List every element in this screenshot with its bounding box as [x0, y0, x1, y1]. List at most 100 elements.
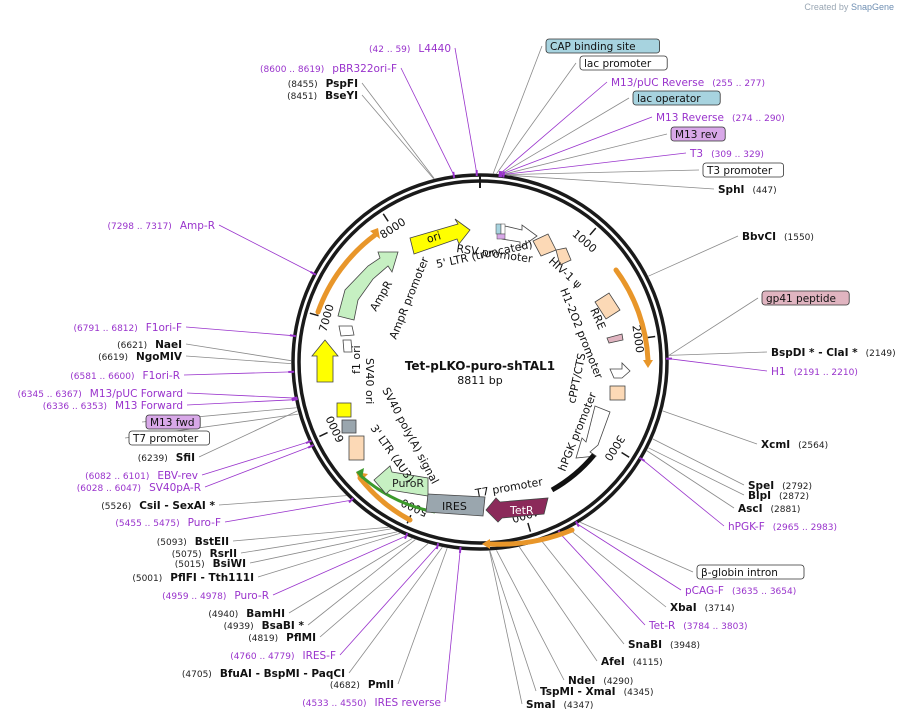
site-name: L4440: [418, 43, 451, 55]
site-position: (3635 .. 3654): [732, 587, 796, 597]
site-name: Puro-F: [188, 517, 221, 529]
leader-line: [509, 174, 715, 190]
tiny-pink: [496, 233, 506, 240]
cppt-feature: [609, 385, 626, 401]
site-position: (274 .. 290): [732, 114, 785, 124]
site-position: (309 .. 329): [711, 150, 764, 160]
site-label-43: XbaI(3714): [670, 602, 735, 614]
site-label-41: pCAG-F(3635 .. 3654): [685, 585, 796, 597]
site-text: (4760 .. 4779)IRES-F: [230, 650, 336, 662]
snapgene-credit: Created by SnapGene: [804, 2, 894, 12]
feature-f1-ori: f1 ori: [350, 345, 363, 374]
site-label-49: (4760 .. 4779)IRES-F: [230, 650, 336, 662]
primer-mark: [307, 444, 314, 449]
site-label-48: SnaBI(3948): [628, 639, 700, 651]
leader-line: [502, 133, 668, 175]
site-position: (5075): [172, 550, 202, 560]
site-label-28: (6082 .. 6101)EBV-rev: [85, 470, 198, 482]
primer-mark: [502, 171, 506, 178]
site-name: RsrII: [210, 548, 237, 560]
site-text: (4533 .. 4550)IRES reverse: [302, 697, 441, 709]
site-name: pBR322ori-F: [332, 63, 397, 75]
site-text: (5455 .. 5475)Puro-F: [115, 517, 221, 529]
site-position: (6619): [98, 353, 128, 363]
ires-feature: [425, 493, 486, 517]
leader-line: [503, 152, 687, 175]
site-label-39: (5001)PflFI - Tth111I: [132, 572, 254, 584]
site-position: (5093): [157, 538, 187, 548]
site-label-30: SpeI(2792): [748, 480, 812, 492]
f1-ori-gap: [342, 339, 353, 353]
site-position: (5526): [101, 502, 131, 512]
feature-tetr: TetR: [509, 504, 534, 517]
leader-line: [224, 499, 352, 523]
leader-line: [232, 526, 389, 542]
site-name: BseYI: [325, 90, 358, 102]
site-name: BfuAI - BspMI - PaqCI: [220, 668, 345, 680]
site-position: (4533 .. 4550): [302, 699, 366, 709]
site-label-7: M13 rev: [670, 126, 726, 142]
leader-line: [444, 549, 461, 703]
site-position: (2564): [798, 441, 828, 451]
site-label-13: BbvCI(1550): [742, 231, 814, 243]
black-marker-arc: [550, 453, 596, 493]
site-name: SfiI: [176, 452, 195, 464]
leader-line: [307, 539, 416, 626]
leader-line: [489, 550, 523, 705]
puror-feature: [373, 465, 429, 497]
site-label-4: M13/pUC Reverse(255 .. 277): [611, 77, 765, 89]
site-position: (8455): [288, 80, 318, 90]
site-name: SmaI: [526, 699, 556, 711]
f1-ori-feature: [311, 339, 339, 383]
site-position: (447): [752, 186, 776, 196]
leader-line: [489, 550, 537, 692]
site-position: (1550): [784, 233, 814, 243]
leader-line: [201, 441, 309, 476]
site-position: (6028 .. 6047): [77, 484, 141, 494]
site-name: lac operator: [637, 93, 701, 105]
site-name: M13 Reverse: [656, 112, 724, 124]
rre-feature: [594, 292, 621, 320]
site-name: SV40pA-R: [149, 482, 201, 494]
site-text: (6621)NaeI: [117, 339, 182, 351]
tick-6000: [319, 431, 328, 438]
site-text: (6619)NgoMIV: [98, 351, 183, 363]
primer-mark: [348, 497, 354, 504]
site-name: PflFI - Tth111I: [170, 572, 254, 584]
leader-line: [218, 224, 314, 274]
leader-line: [288, 538, 413, 614]
ori-feature: [409, 218, 471, 255]
hiv-psi-feature: [532, 233, 557, 257]
label-box: [702, 162, 784, 178]
site-name: M13 rev: [675, 129, 718, 141]
site-text: (8600 .. 8619)pBR322ori-F: [260, 63, 397, 75]
orange-arc-top-right: [613, 267, 651, 363]
leader-line: [648, 235, 739, 277]
site-name: XbaI: [670, 602, 697, 614]
site-position: (6345 .. 6367): [18, 390, 82, 400]
label-box: [545, 38, 660, 54]
tiny-features-top: [495, 223, 506, 240]
credit-prefix: Created by: [804, 2, 849, 12]
site-label-38: (5015)BsiWI: [175, 558, 246, 570]
primer-mark: [638, 456, 646, 462]
site-text: (42 .. 59)L4440: [369, 43, 451, 55]
site-label-23: (6336 .. 6353)M13 Forward: [43, 400, 183, 412]
site-label-53: NdeI(4290): [568, 675, 633, 687]
site-position: (5015): [175, 560, 205, 570]
site-position: (6336 .. 6353): [43, 402, 107, 412]
site-label-31: BlpI(2872): [748, 490, 809, 502]
arrowhead: [643, 360, 653, 368]
site-position: (4760 .. 4779): [230, 652, 294, 662]
leader-line: [504, 169, 700, 176]
site-text: (6239)SfiI: [138, 452, 195, 464]
site-label-50: AfeI(4115): [601, 656, 663, 668]
site-name: hPGK-F: [728, 521, 765, 533]
site-label-44: (4940)BamHI: [208, 608, 285, 620]
leader-line: [319, 543, 429, 638]
site-text: (6791 .. 6812)F1ori-F: [74, 322, 183, 334]
leader-line: [400, 67, 455, 176]
site-text: pCAG-F(3635 .. 3654): [685, 585, 796, 597]
primer-mark: [435, 543, 440, 550]
label-box: [128, 430, 210, 446]
